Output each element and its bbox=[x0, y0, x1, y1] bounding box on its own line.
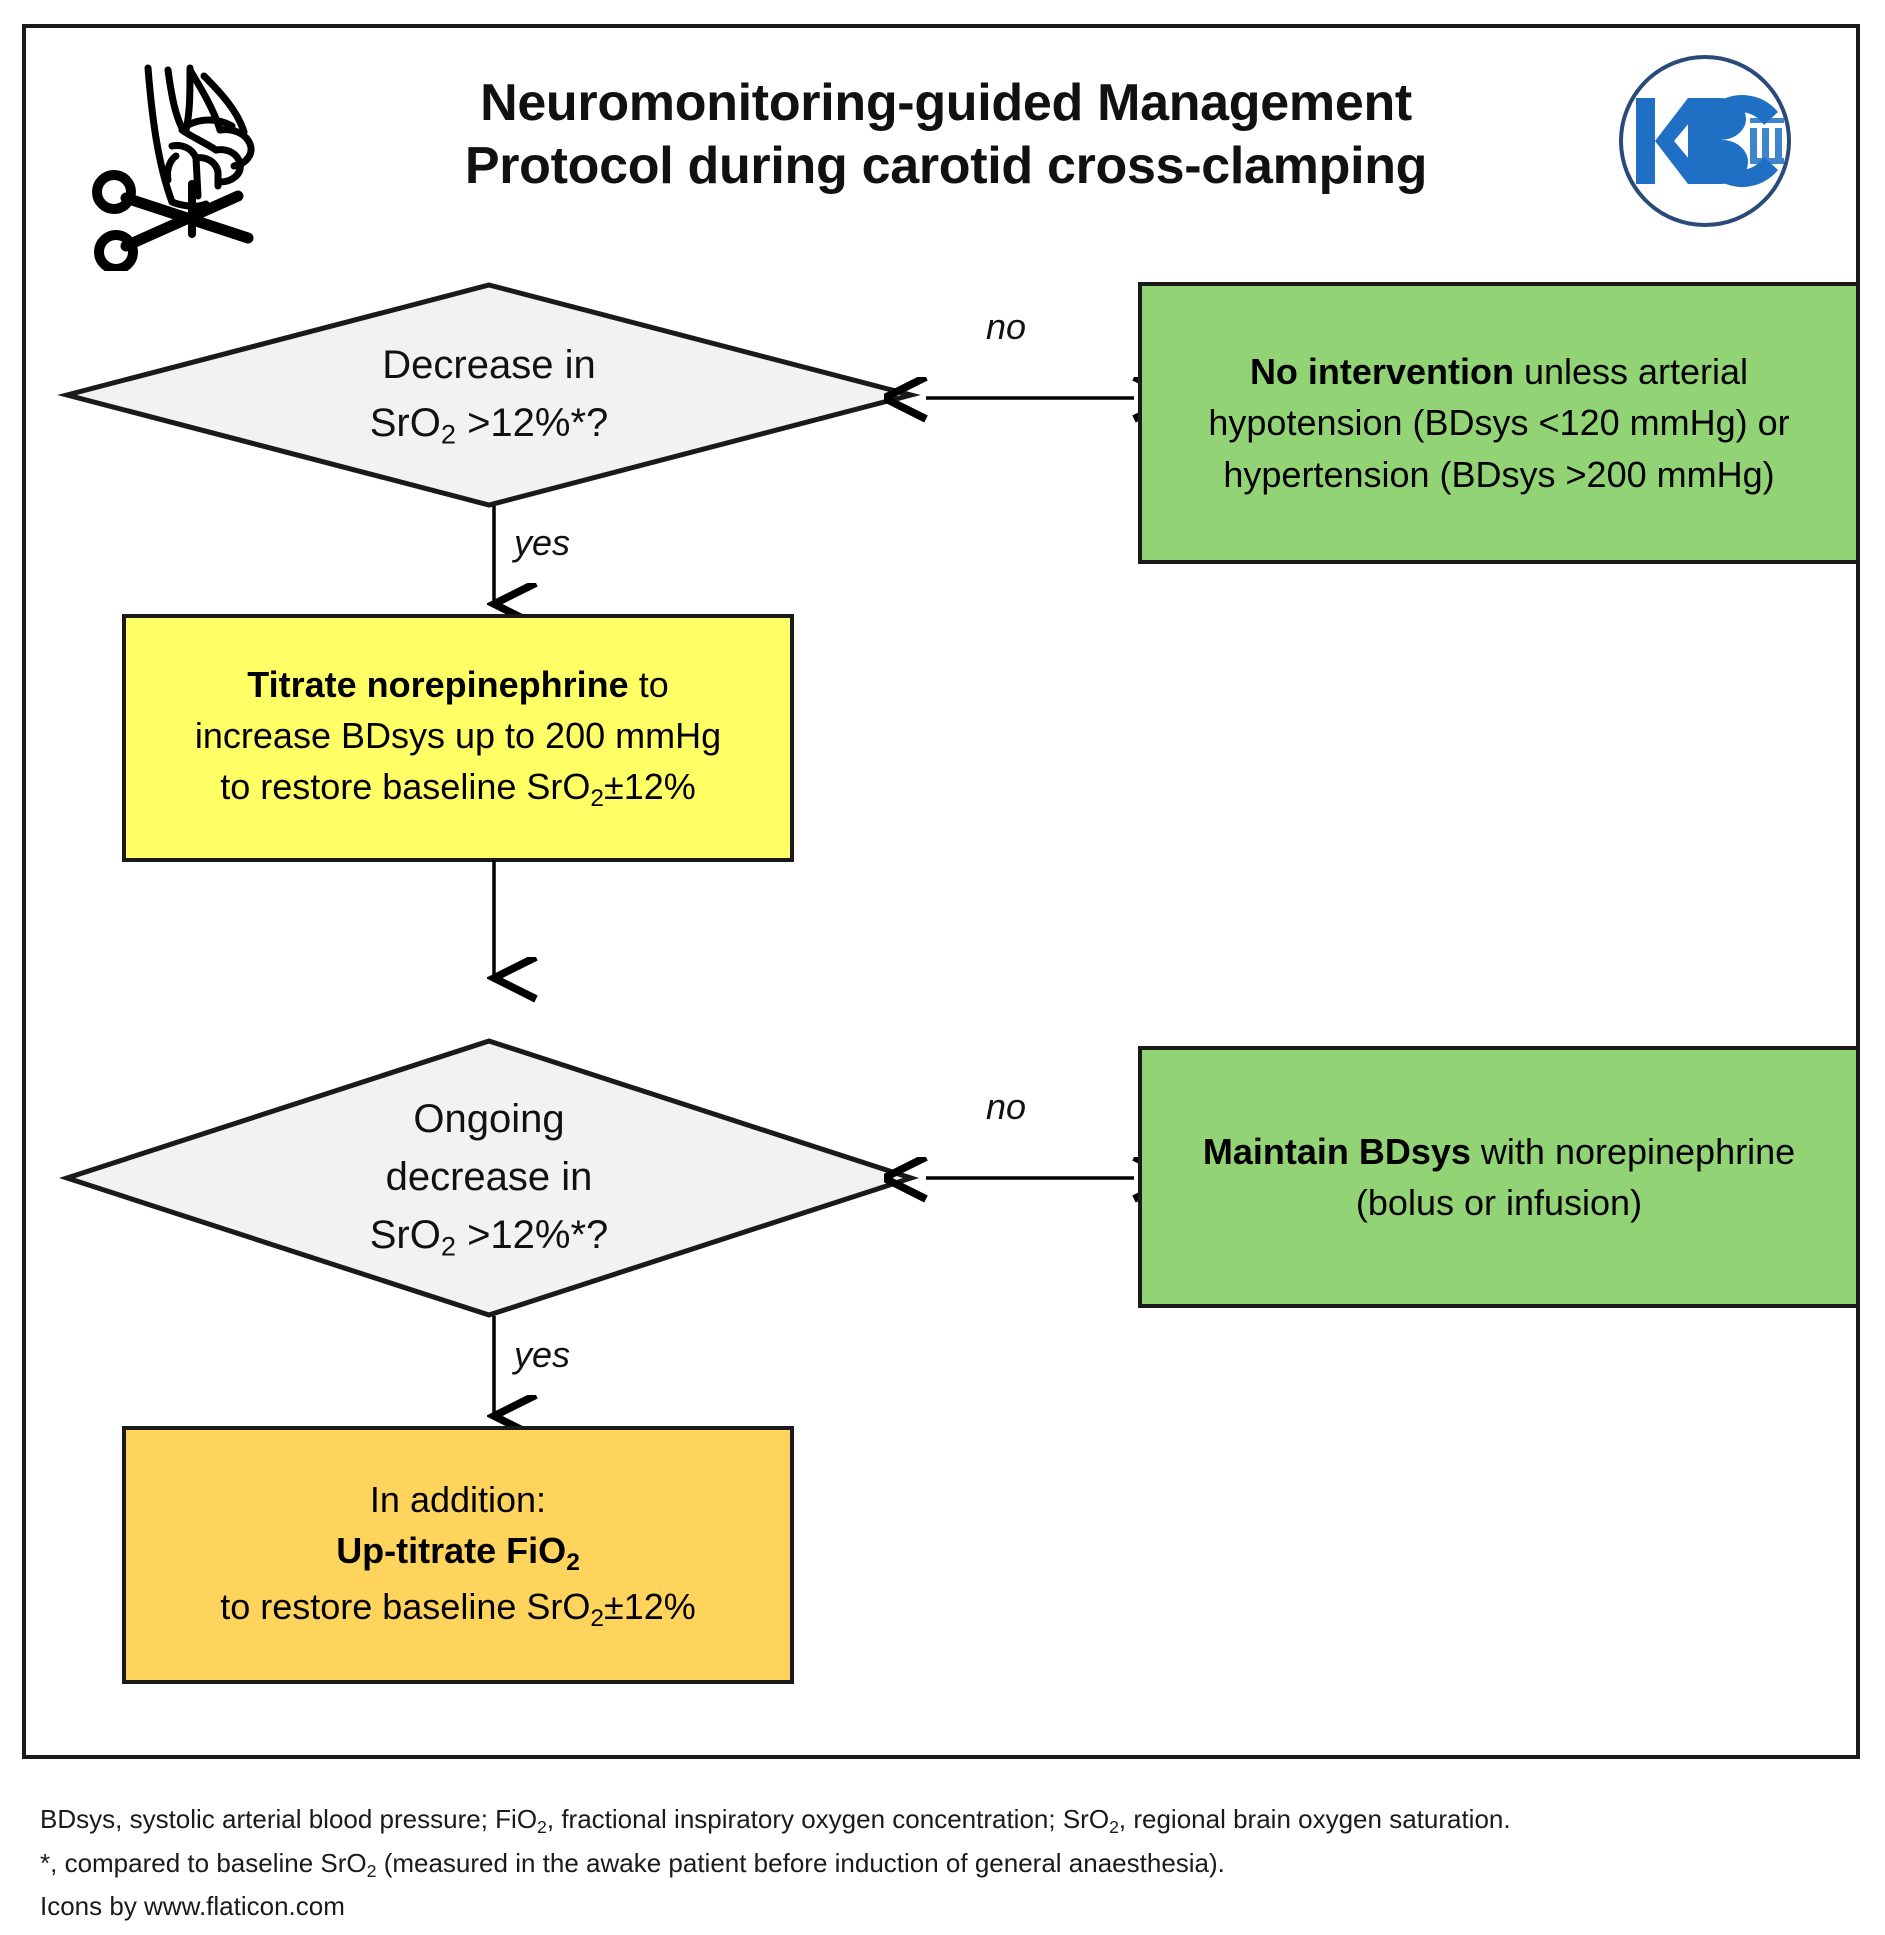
outcome1-bold: No intervention bbox=[1249, 351, 1514, 393]
protocol-panel: Neuromonitoring-guided Management Protoc… bbox=[22, 24, 1860, 1759]
action1-bold: Titrate norepinephrine bbox=[247, 664, 629, 706]
edge-label-no-1: no bbox=[986, 306, 1027, 347]
kbc-logo bbox=[1610, 46, 1800, 236]
action2-bold: Up-titrate FiO2 bbox=[336, 1529, 580, 1576]
action1-text: Titrate norepinephrine to increase BDsys… bbox=[148, 659, 768, 817]
action2-line3-suffix: ±12% bbox=[603, 1585, 696, 1627]
outcome2-rest: with norepinephrine (bolus or infusion) bbox=[1355, 1130, 1796, 1223]
decision2-text: Ongoing decrease in SrO2 >12%*? bbox=[64, 1038, 914, 1318]
action2-line3-subscript: 2 bbox=[590, 1604, 604, 1632]
outcome-box-no-intervention[interactable]: No intervention unless arterial hypotens… bbox=[1138, 282, 1860, 564]
footnote1-sub1: 2 bbox=[537, 1816, 547, 1837]
title-line-1: Neuromonitoring-guided Management bbox=[480, 74, 1412, 132]
action1-line-2: increase BDsys up to 200 mmHg bbox=[194, 715, 722, 757]
srO2-prefix: SrO bbox=[369, 400, 441, 445]
footnote1-a: BDsys, systolic arterial blood pressure;… bbox=[40, 1804, 538, 1834]
connector-decision1-to-action1 bbox=[464, 506, 524, 614]
connector-decision2-to-outcome2 bbox=[910, 1148, 1150, 1208]
decision1-text: Decrease in SrO2 >12%*? bbox=[64, 282, 914, 508]
footnote1-b: , fractional inspiratory oxygen concentr… bbox=[546, 1804, 1110, 1834]
action2-line-3: to restore baseline SrO2±12% bbox=[148, 1581, 768, 1637]
decision2-srO2-suffix: >12%*? bbox=[455, 1212, 609, 1257]
footnote1-c: , regional brain oxygen saturation. bbox=[1118, 1804, 1511, 1834]
action2-line-1: In addition: bbox=[369, 1478, 547, 1520]
outcome2-bold: Maintain BDsys bbox=[1202, 1130, 1471, 1172]
action2-bold-prefix: Up-titrate FiO bbox=[336, 1529, 567, 1571]
footnote2-sub: 2 bbox=[366, 1860, 377, 1881]
srO2-subscript: 2 bbox=[440, 418, 456, 450]
edge-label-yes-1: yes bbox=[514, 522, 571, 563]
decision-node-ongoing-srO2-decrease[interactable]: Ongoing decrease in SrO2 >12%*? bbox=[58, 1038, 920, 1318]
edge-label-yes-2: yes bbox=[514, 1334, 571, 1375]
decision1-line-1: Decrease in bbox=[382, 342, 596, 387]
connector-decision2-to-action2 bbox=[464, 1316, 524, 1426]
action2-text: In addition: Up-titrate FiO2 to restore … bbox=[148, 1474, 768, 1636]
title-line-2: Protocol during carotid cross-clamping bbox=[464, 137, 1428, 196]
connector-action1-to-decision2 bbox=[464, 860, 524, 988]
footnote2-a: *, compared to baseline SrO bbox=[40, 1847, 367, 1878]
decision2-srO2-prefix: SrO bbox=[369, 1212, 441, 1257]
decision2-line-2: decrease in bbox=[385, 1154, 593, 1199]
decision1-line-2: SrO2 >12%*? bbox=[370, 394, 609, 454]
footnote-abbreviations: BDsys, systolic arterial blood pressure;… bbox=[40, 1798, 1740, 1842]
footnote-asterisk: *, compared to baseline SrO2 (measured i… bbox=[40, 1842, 1740, 1886]
srO2-suffix: >12%*? bbox=[455, 400, 609, 445]
action2-line3-prefix: to restore baseline SrO bbox=[220, 1585, 591, 1627]
outcome-box-maintain-bdsys[interactable]: Maintain BDsys with norepinephrine (bolu… bbox=[1138, 1046, 1860, 1308]
action2-line-2: Up-titrate FiO2 bbox=[148, 1525, 768, 1581]
footnotes: BDsys, systolic arterial blood pressure;… bbox=[40, 1798, 1740, 1927]
action1-line-1: Titrate norepinephrine to bbox=[148, 659, 768, 710]
figure-title: Neuromonitoring-guided Management Protoc… bbox=[326, 72, 1566, 199]
decision2-line-3: SrO2 >12%*? bbox=[370, 1206, 609, 1266]
footnote2-b: (measured in the awake patient before in… bbox=[376, 1847, 1225, 1878]
action1-line-3: to restore baseline SrO2±12% bbox=[148, 761, 768, 817]
edge-label-no-2: no bbox=[986, 1086, 1027, 1127]
decision2-srO2-subscript: 2 bbox=[440, 1230, 456, 1262]
outcome1-rest: unless arterial hypotension (BDsys <120 … bbox=[1208, 351, 1790, 495]
footnote-icon-credit: Icons by www.flaticon.com bbox=[40, 1891, 345, 1922]
connector-decision1-to-outcome1 bbox=[910, 368, 1150, 428]
action-box-up-titrate-fio2[interactable]: In addition: Up-titrate FiO2 to restore … bbox=[122, 1426, 794, 1684]
action-box-titrate-norepinephrine[interactable]: Titrate norepinephrine to increase BDsys… bbox=[122, 614, 794, 862]
outcome2-text: Maintain BDsys with norepinephrine (bolu… bbox=[1164, 1126, 1834, 1228]
surgical-scissors-icon bbox=[86, 56, 296, 274]
action1-line3-suffix: ±12% bbox=[603, 766, 696, 808]
action2-bold-subscript: 2 bbox=[566, 1548, 580, 1576]
action1-line1-rest: to bbox=[628, 664, 669, 706]
decision-node-srO2-decrease[interactable]: Decrease in SrO2 >12%*? bbox=[57, 282, 921, 508]
decision2-line-1: Ongoing bbox=[413, 1096, 565, 1141]
outcome1-text: No intervention unless arterial hypotens… bbox=[1164, 346, 1834, 499]
action1-line3-subscript: 2 bbox=[590, 785, 604, 813]
footnote1-sub2: 2 bbox=[1109, 1816, 1119, 1837]
action1-line3-prefix: to restore baseline SrO bbox=[220, 766, 591, 808]
